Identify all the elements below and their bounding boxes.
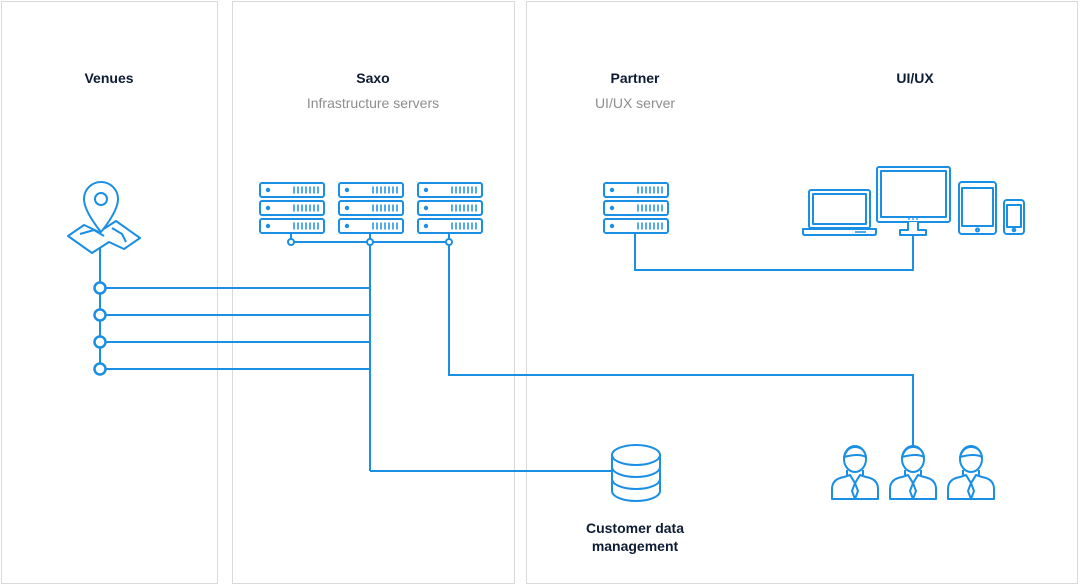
saxo-subtitle: Infrastructure servers	[306, 95, 440, 111]
server-icon	[604, 183, 668, 233]
monitor-icon	[876, 166, 951, 236]
laptop-icon	[802, 189, 877, 236]
venues-title: Venues	[84, 70, 134, 86]
tablet-icon	[958, 181, 997, 235]
server-icon	[339, 183, 403, 233]
map-pin-icon	[67, 181, 141, 254]
uiux-title: UI/UX	[896, 70, 934, 86]
phone-icon	[1003, 199, 1025, 235]
server-connector-nodes	[287, 238, 453, 246]
database-icon	[611, 444, 661, 502]
connection-lines	[99, 234, 914, 472]
user-icon	[947, 445, 995, 500]
partner-title: Partner	[610, 70, 660, 86]
partner-subtitle: UI/UX server	[594, 95, 676, 111]
venue-nodes	[93, 281, 107, 376]
database-caption: Customer data management	[586, 519, 684, 555]
server-icon	[418, 183, 482, 233]
user-icon	[889, 445, 937, 500]
venues-column	[1, 1, 218, 584]
user-icon	[831, 445, 879, 500]
saxo-column	[232, 1, 515, 584]
saxo-title: Saxo	[356, 70, 390, 86]
server-icon	[260, 183, 324, 233]
database-caption-line2: management	[591, 538, 679, 554]
database-caption-line1: Customer data	[585, 520, 685, 536]
